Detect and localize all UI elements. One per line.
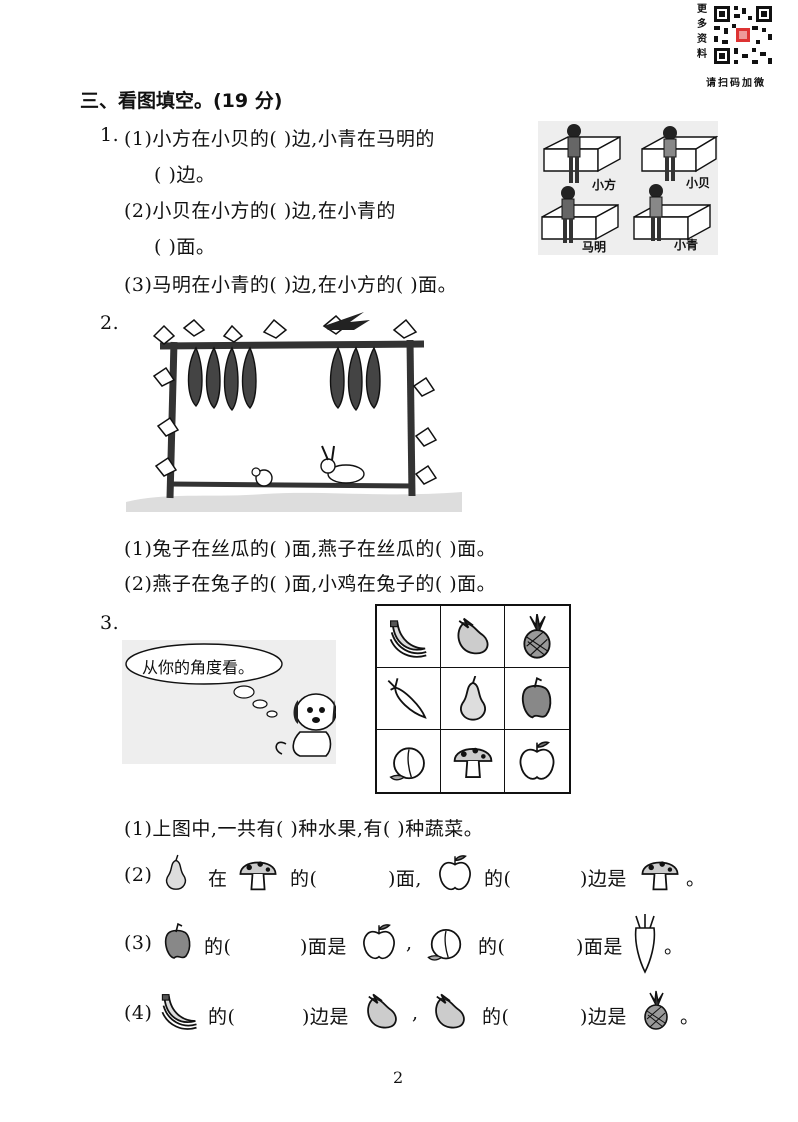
q3-p2-w3: )面, [388,868,422,890]
q3-p3-num: (3) [124,932,153,954]
pepper-icon [514,676,560,722]
q3-p4-num: (4) [124,1002,153,1024]
q3-p4-w5: )边是 [580,1006,627,1028]
pear-icon [158,850,194,896]
q1-part1-line1: (1)小方在小贝的( )边,小青在马明的 [124,128,435,150]
q3-number: 3. [100,612,120,634]
carrot-icon [634,914,656,974]
grid-cell-eggplant [441,606,505,668]
q3-p4-w3: , [412,1002,419,1024]
label-xiaofang: 小方 [592,178,617,192]
q1-part2-line2: ( )面。 [154,236,216,258]
q1-part1-line2: ( )边。 [154,164,216,186]
grid-cell-pineapple [505,606,569,668]
mushroom-icon [450,738,496,784]
mushroom-icon [236,852,280,896]
grid-cell-carrot [377,668,441,730]
pineapple-icon [636,986,676,1036]
label-xiaoqing: 小青 [674,238,699,252]
eggplant-icon [428,990,472,1034]
q3-p3-w2: )面是 [300,936,347,958]
produce-grid [375,604,571,794]
thought-bubble-text: 从你的角度看。 [142,658,255,677]
q3-p3-w3: , [406,932,413,954]
qr-caption: 请扫码加微 [706,78,766,89]
q1-part2-line1: (2)小贝在小方的( )边,在小青的 [124,200,396,222]
label-maming: 马明 [582,240,607,254]
q3-p2-num: (2) [124,864,153,886]
q2-part2: (2)燕子在兔子的( )面,小鸡在兔子的( )面。 [124,573,497,595]
section-title: 三、看图填空。(19 分) [80,90,283,112]
q1-part3: (3)马明在小青的( )边,在小方的( )面。 [124,274,458,296]
q3-p2-w5: )边是 [580,868,627,890]
page-number: 2 [393,1068,404,1087]
apple-icon [434,852,476,894]
pineapple-icon [514,614,560,660]
q3-p3-end: 。 [664,936,684,958]
eggplant-icon [360,990,404,1034]
q3-p4-w1: 的( [208,1006,236,1028]
q3-p4-end: 。 [680,1006,700,1028]
apple-icon [514,738,560,784]
q3-part1: (1)上图中,一共有( )种水果,有( )种蔬菜。 [124,818,484,840]
grid-cell-pear [441,668,505,730]
pear-icon [450,676,496,722]
q1-number: 1. [100,124,120,146]
grid-cell-mushroom [441,730,505,792]
q3-p2-w2: 的( [290,868,318,890]
q3-p3-w4: 的( [478,936,506,958]
loofah-trellis-illustration [124,306,464,512]
eggplant-icon [450,614,496,660]
dog-thought-illustration [122,640,336,764]
pepper-icon [158,920,198,964]
q3-p2-w1: 在 [208,868,228,890]
grid-cell-apple [505,730,569,792]
q3-p2-end: 。 [686,868,706,890]
grid-cell-peach [377,730,441,792]
q3-p3-w5: )面是 [576,936,623,958]
label-xiaobei: 小贝 [686,176,711,190]
grid-cell-banana [377,606,441,668]
q2-number: 2. [100,312,120,334]
banana-icon [158,988,202,1032]
children-desks-illustration [538,121,718,255]
qr-side-text: 更多资料 [697,4,707,60]
grid-cell-pepper [505,668,569,730]
peach-icon [386,738,432,784]
qr-code-icon [712,4,774,70]
apple-icon [358,920,400,964]
q3-p4-w4: 的( [482,1006,510,1028]
q3-p4-w2: )边是 [302,1006,349,1028]
q2-part1: (1)兔子在丝瓜的( )面,燕子在丝瓜的( )面。 [124,538,497,560]
banana-icon [386,614,432,660]
peach-icon [424,920,468,964]
mushroom-icon [638,852,682,896]
q3-p2-w4: 的( [484,868,512,890]
q3-p3-w1: 的( [204,936,232,958]
carrot-icon [386,676,432,722]
